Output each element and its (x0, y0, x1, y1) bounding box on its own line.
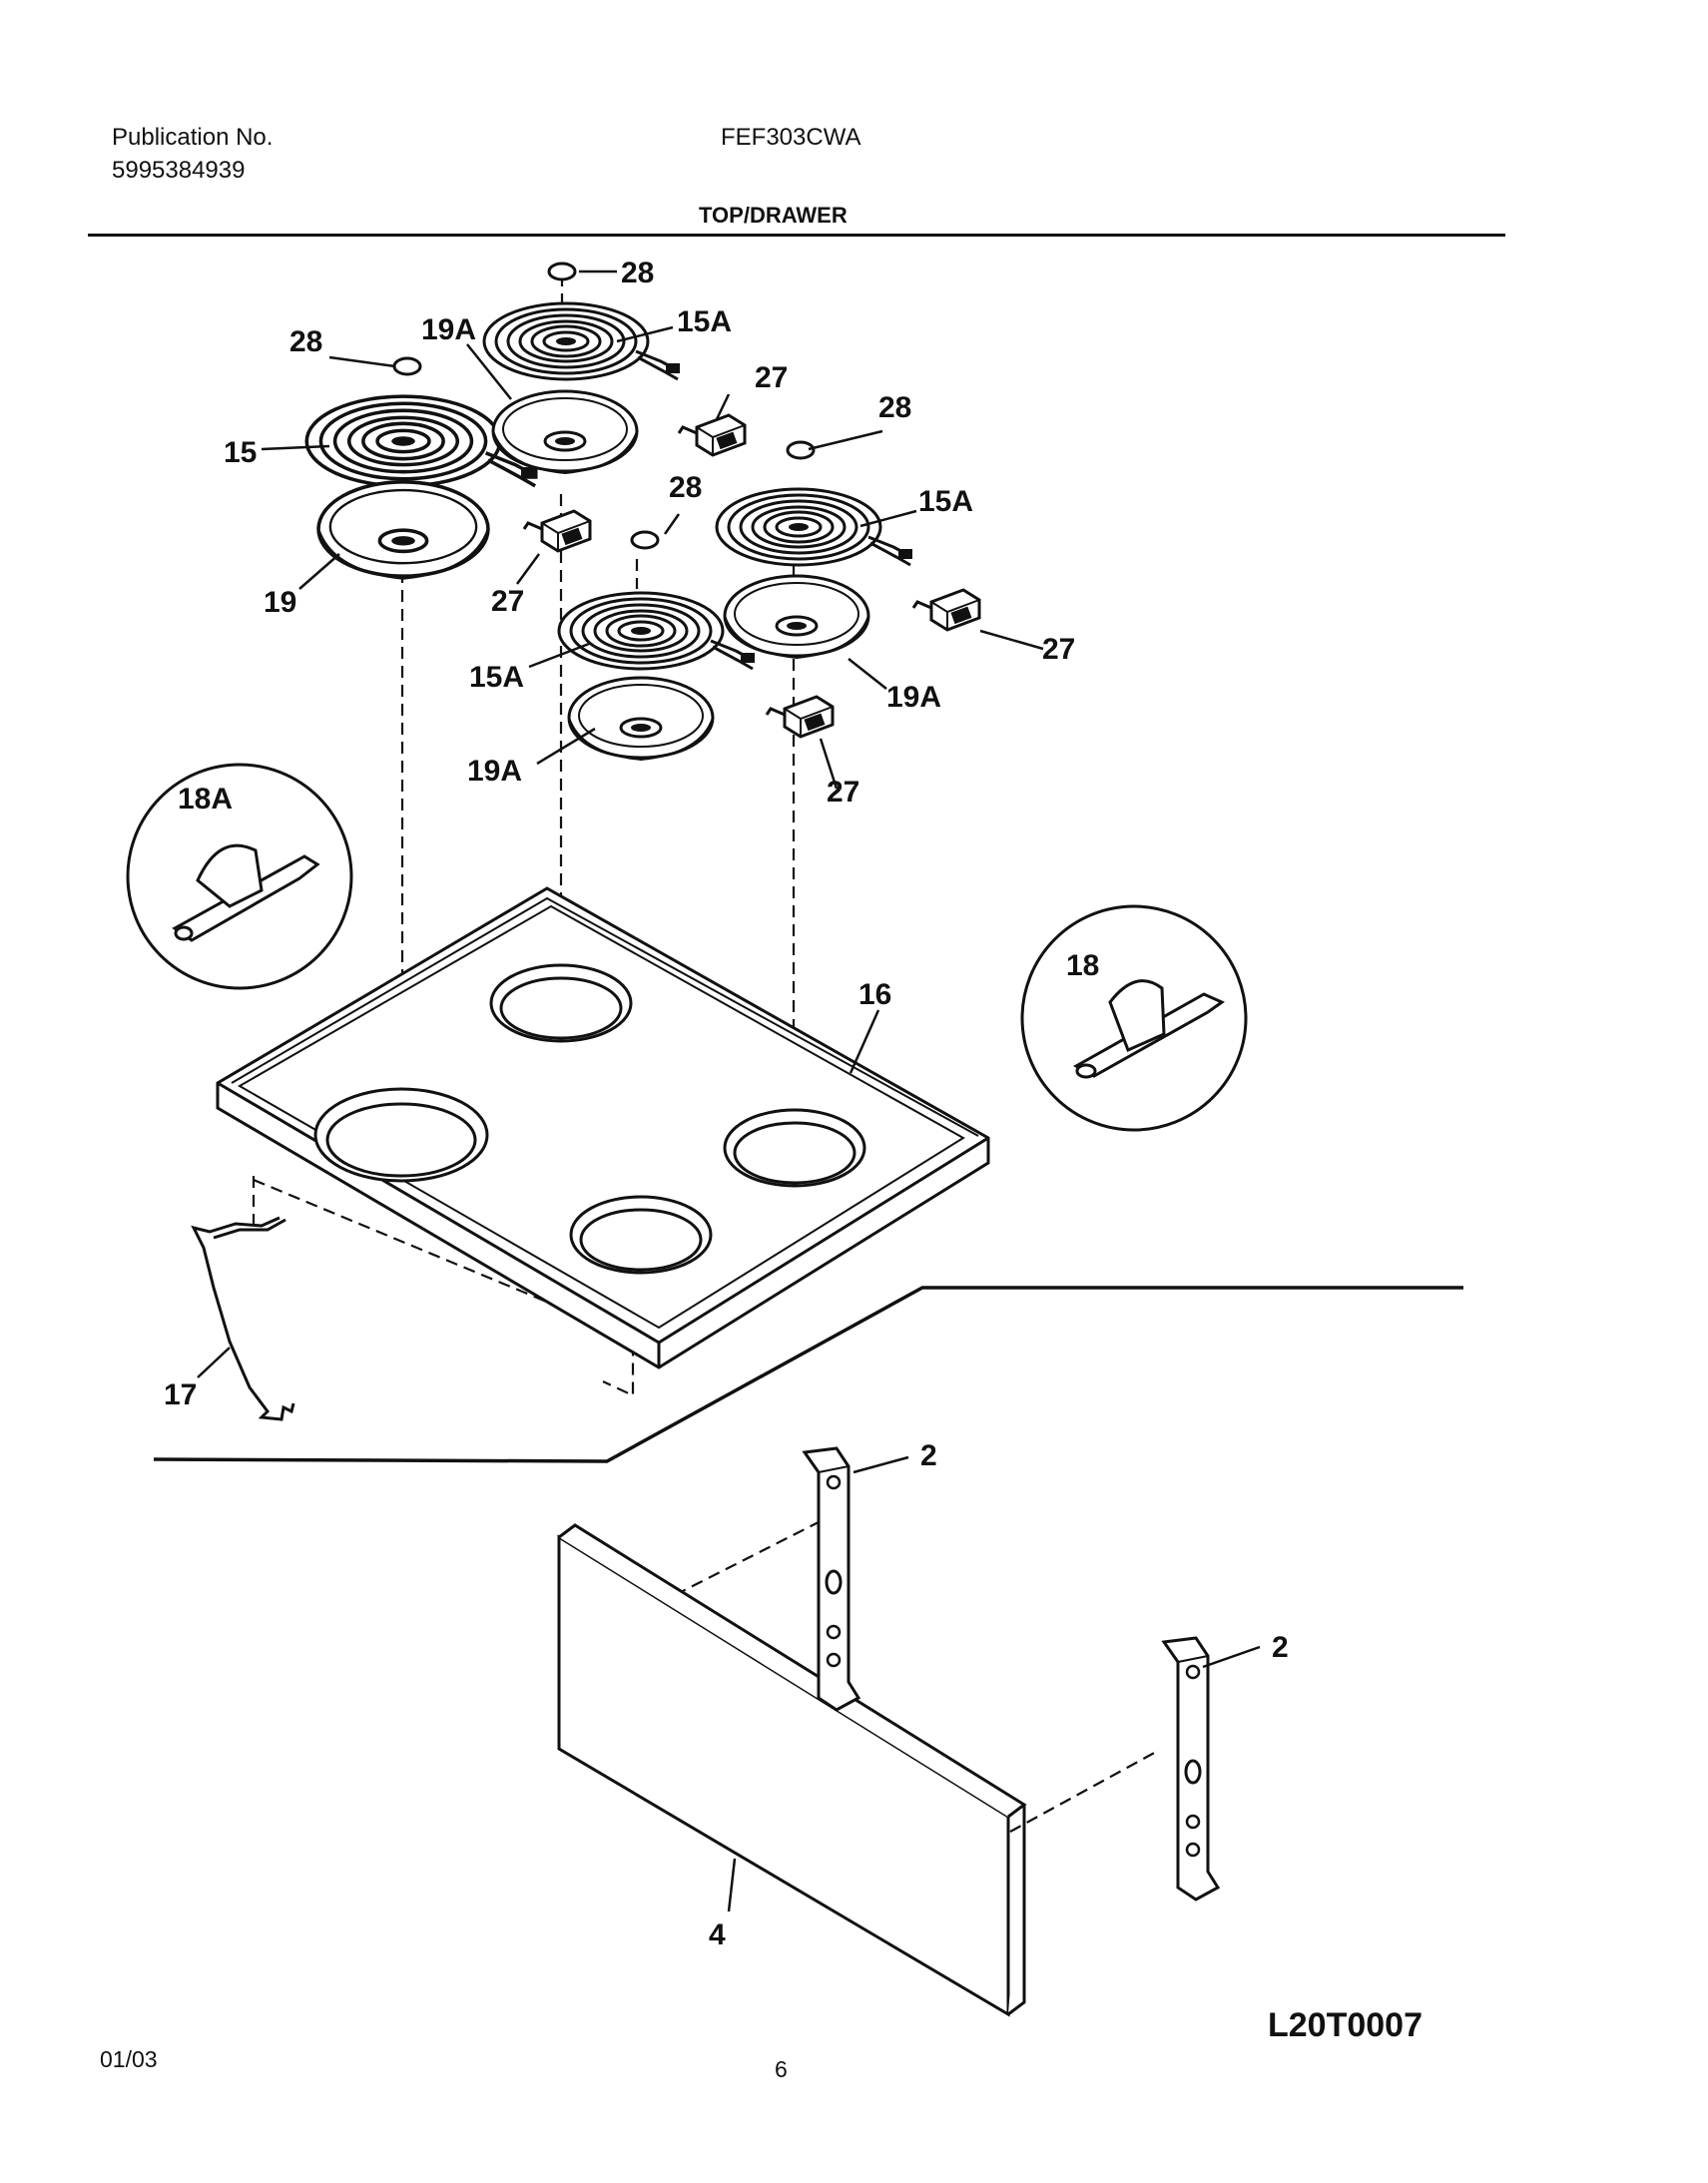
callout-2-top: 2 (920, 1439, 937, 1472)
callout-15: 15 (224, 436, 257, 469)
detail-circle-18A (126, 763, 353, 990)
bracket-2-right (1162, 1636, 1220, 1902)
leader-lines (197, 270, 1261, 1912)
publication-number: 5995384939 (112, 157, 246, 184)
drip-pan-19A-mid (567, 676, 715, 762)
footer-date: 01/03 (100, 2046, 158, 2072)
callout-27-left: 27 (491, 585, 524, 618)
header-rule (88, 234, 1505, 237)
drawer-panel-4 (557, 1523, 1027, 2017)
detail-circle-18 (1020, 904, 1248, 1132)
section-title: TOP/DRAWER (699, 203, 848, 228)
receptacle-27-top (677, 413, 747, 457)
caps-28 (392, 262, 816, 550)
callout-18A: 18A (178, 783, 233, 816)
callout-18: 18 (1066, 949, 1099, 982)
receptacle-27-mid (765, 695, 835, 739)
callout-19: 19 (264, 586, 296, 619)
page-number: 6 (775, 2056, 788, 2082)
callout-4: 4 (709, 1918, 726, 1951)
wire-part-17 (191, 1216, 295, 1421)
callout-27-top: 27 (755, 361, 788, 394)
drip-pan-19A-top (491, 389, 639, 475)
callout-17: 17 (164, 1378, 197, 1411)
surface-element-15A-right (715, 487, 914, 567)
callout-15A-mid: 15A (469, 661, 524, 694)
drip-pan-19A-right (723, 574, 870, 660)
drip-pan-19 (316, 480, 490, 581)
publication-label: Publication No. (112, 124, 274, 151)
callout-28-top: 28 (621, 257, 654, 289)
separator-lines (153, 1286, 1463, 1463)
callout-2-right: 2 (1272, 1631, 1289, 1664)
callout-28-left: 28 (289, 325, 322, 358)
callout-16: 16 (858, 978, 891, 1011)
callout-27-mid: 27 (827, 776, 859, 809)
receptacle-27-left (522, 509, 592, 553)
callout-28-right: 28 (878, 391, 911, 424)
cooktop (216, 886, 990, 1369)
receptacle-27-right (911, 588, 981, 632)
drawing-code: L20T0007 (1268, 2006, 1423, 2044)
callout-27-right: 27 (1042, 633, 1075, 666)
callout-28-mid: 28 (669, 471, 702, 504)
bracket-2-top (803, 1446, 860, 1712)
model-number: FEF303CWA (721, 124, 861, 151)
callout-19A-mid: 19A (467, 755, 522, 788)
surface-element-15A-mid (557, 591, 757, 671)
callout-19A-top: 19A (421, 313, 476, 346)
callout-15A-top: 15A (677, 305, 732, 338)
callout-15A-right: 15A (918, 485, 973, 518)
callout-19A-right: 19A (886, 681, 941, 714)
surface-element-15A-top (482, 301, 682, 381)
